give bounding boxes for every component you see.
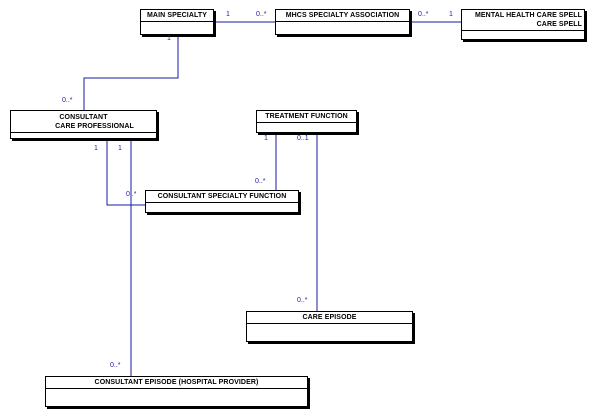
entity-title: CARE EPISODE xyxy=(247,312,412,324)
entity-title: CONSULTANT CARE PROFESSIONAL xyxy=(11,111,156,133)
entity-title: CONSULTANT EPISODE (HOSPITAL PROVIDER) xyxy=(46,377,307,389)
entity-title: CONSULTANT SPECIALTY FUNCTION xyxy=(146,191,298,203)
multiplicity-label: 0..* xyxy=(255,178,266,185)
multiplicity-label: 0..* xyxy=(126,191,137,198)
entity-consultant-specialty-function[interactable]: CONSULTANT SPECIALTY FUNCTION xyxy=(145,190,299,213)
entity-title-line2: CARE SPELL xyxy=(536,21,582,28)
entity-title: MENTAL HEALTH CARE SPELL CARE SPELL xyxy=(462,10,584,31)
entity-title-line2: CARE PROFESSIONAL xyxy=(55,123,134,130)
multiplicity-label: 1 xyxy=(94,145,98,152)
multiplicity-label: 0..* xyxy=(418,11,429,18)
entity-mental-health-care-spell[interactable]: MENTAL HEALTH CARE SPELL CARE SPELL xyxy=(461,9,585,40)
multiplicity-label: 0..* xyxy=(297,297,308,304)
entity-title-line1: CONSULTANT xyxy=(59,114,108,121)
multiplicity-label: 0..1 xyxy=(297,135,309,142)
entity-title: TREATMENT FUNCTION xyxy=(257,111,356,123)
entity-treatment-function[interactable]: TREATMENT FUNCTION xyxy=(256,110,357,133)
line-consultant-to-csf xyxy=(106,138,145,206)
multiplicity-label: 0..* xyxy=(110,362,121,369)
multiplicity-label: 1 xyxy=(264,135,268,142)
entity-care-episode[interactable]: CARE EPISODE xyxy=(246,311,413,342)
multiplicity-label: 0..* xyxy=(256,11,267,18)
entity-title-line1: MENTAL HEALTH CARE SPELL xyxy=(474,12,582,19)
entity-main-specialty[interactable]: MAIN SPECIALTY xyxy=(140,9,214,35)
multiplicity-label: 1 xyxy=(449,11,453,18)
line-main-to-consultant xyxy=(83,34,179,110)
entity-mhcs-specialty-association[interactable]: MHCS SPECIALTY ASSOCIATION xyxy=(275,9,410,35)
entity-consultant[interactable]: CONSULTANT CARE PROFESSIONAL xyxy=(10,110,157,139)
multiplicity-label: 1 xyxy=(118,145,122,152)
multiplicity-label: 1 xyxy=(167,35,171,42)
entity-consultant-episode[interactable]: CONSULTANT EPISODE (HOSPITAL PROVIDER) xyxy=(45,376,308,407)
multiplicity-label: 0..* xyxy=(62,97,73,104)
entity-title: MAIN SPECIALTY xyxy=(141,10,213,22)
entity-title: MHCS SPECIALTY ASSOCIATION xyxy=(276,10,409,22)
multiplicity-label: 1 xyxy=(226,11,230,18)
